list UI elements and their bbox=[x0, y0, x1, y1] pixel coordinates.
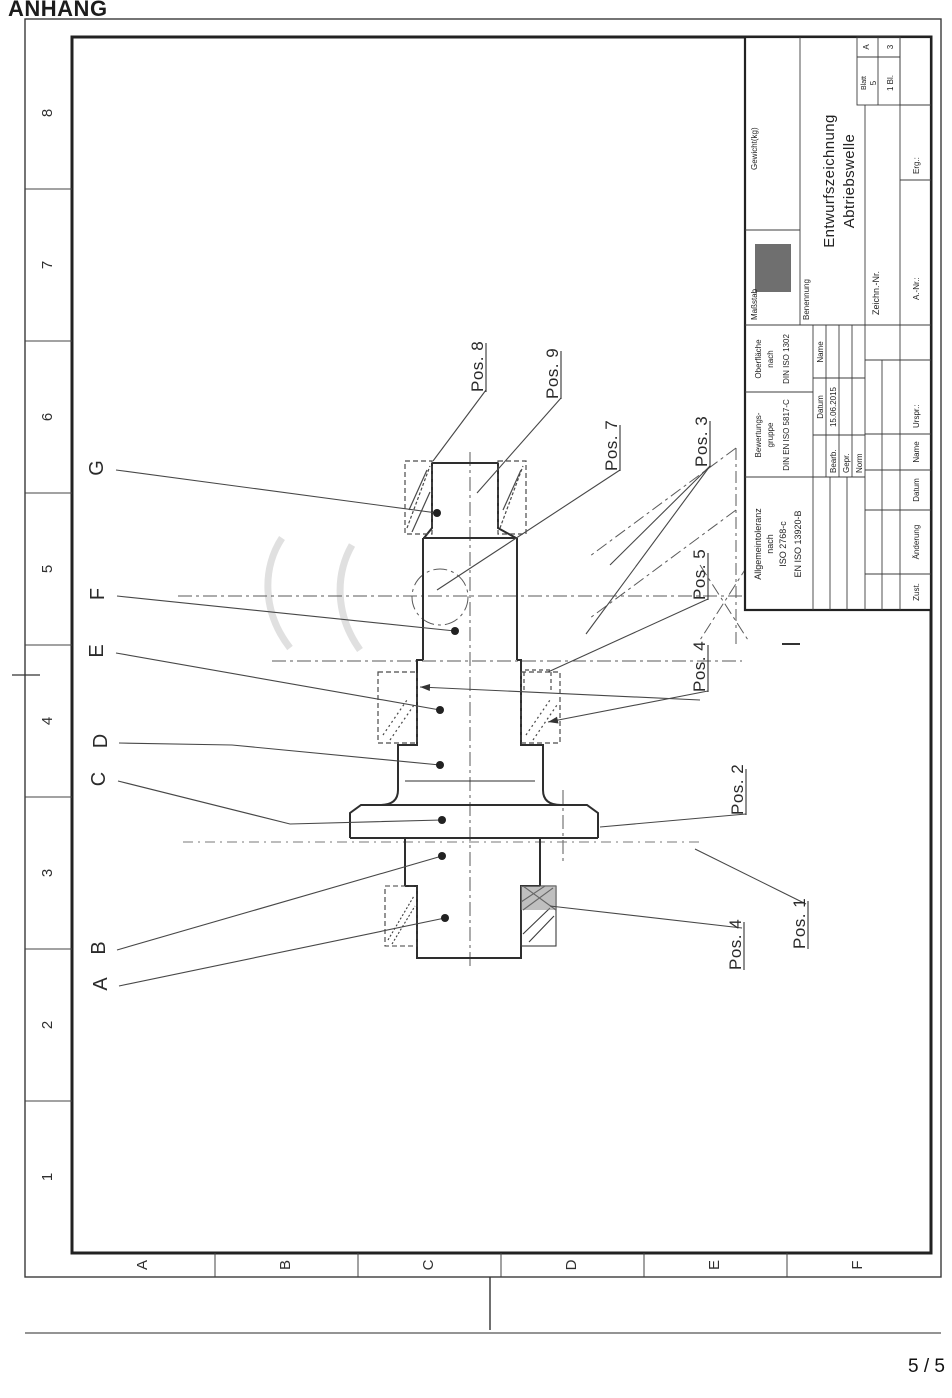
surface-text-1: Oberfläche bbox=[754, 339, 763, 379]
title-block: Allgemeintoleranz nach ISO 2768-c EN ISO… bbox=[743, 35, 933, 612]
shaft-drawing: Pos. 8 Pos. 9 Pos. 7 Pos. 3 Pos. 5 Pos. … bbox=[86, 341, 809, 991]
pos-label-1: Pos. 1 bbox=[790, 898, 809, 949]
urspr-label: Urspr.: bbox=[912, 404, 921, 428]
grid-letter: F bbox=[849, 1260, 866, 1269]
leader-arrowheads bbox=[420, 684, 559, 724]
grid-number: 1 bbox=[39, 1173, 56, 1181]
grid-letter: A bbox=[134, 1260, 151, 1270]
pos-labels: Pos. 8 Pos. 9 Pos. 7 Pos. 3 Pos. 5 Pos. … bbox=[468, 341, 809, 970]
part-letters: G F E D C B A bbox=[86, 460, 112, 990]
surface-text-3: DIN ISO 1302 bbox=[782, 334, 791, 384]
erg-label: Erg.: bbox=[912, 157, 921, 174]
part-label-e: E bbox=[86, 644, 108, 657]
weld-group-text-3: DIN EN ISO 5817-C bbox=[782, 399, 791, 471]
format-a: A bbox=[862, 44, 871, 50]
grid-number: 6 bbox=[39, 413, 56, 421]
pos-label-3: Pos. 3 bbox=[692, 416, 711, 467]
weld-group-text-2: gruppe bbox=[766, 422, 775, 447]
weight-label: Gewicht(kg) bbox=[750, 127, 759, 170]
seal-ring-outline bbox=[523, 669, 552, 690]
part-label-d: D bbox=[90, 734, 112, 748]
norm-label: Norm bbox=[855, 453, 864, 473]
centerlines bbox=[178, 452, 742, 968]
grid-letters: A B C D E F bbox=[134, 1259, 866, 1270]
blatt-value: 5 bbox=[869, 80, 878, 85]
date-header: Datum bbox=[816, 395, 825, 419]
zust-label: Zust. bbox=[912, 583, 921, 601]
tolerance-text-4: EN ISO 13920-B bbox=[793, 510, 803, 577]
scan-ghost-marks bbox=[264, 536, 363, 653]
name-label: Name bbox=[912, 441, 921, 463]
hidden-part-outline bbox=[589, 447, 749, 645]
pos-label-5: Pos. 5 bbox=[690, 549, 709, 600]
zeichn-nr-label: Zeichn.-Nr. bbox=[871, 271, 881, 315]
format-3: 3 bbox=[886, 44, 895, 49]
drawing-title-line2: Abtriebswelle bbox=[841, 134, 858, 228]
grid-number: 7 bbox=[39, 261, 56, 269]
tolerance-text-3: ISO 2768-c bbox=[778, 521, 788, 567]
part-label-g: G bbox=[86, 460, 108, 476]
pos-label-4-bottom: Pos. 4 bbox=[726, 919, 745, 970]
tolerance-text-2: nach bbox=[765, 534, 775, 554]
redacted-scale-value bbox=[755, 244, 791, 292]
grid-number: 5 bbox=[39, 565, 56, 573]
shaft-outline bbox=[349, 462, 599, 959]
grid-number: 3 bbox=[39, 869, 56, 877]
datum-label: Datum bbox=[912, 478, 921, 502]
sheet-frame bbox=[12, 18, 942, 1334]
pos-leaders bbox=[419, 389, 807, 929]
tolerance-text-1: Allgemeintoleranz bbox=[753, 508, 763, 580]
aenderung-label: Änderung bbox=[912, 525, 921, 560]
appendix-heading: ANHANG bbox=[8, 0, 108, 21]
grid-number: 2 bbox=[39, 1021, 56, 1029]
benennung-label: Benennung bbox=[802, 279, 811, 320]
pos-label-2: Pos. 2 bbox=[728, 764, 747, 815]
pos-label-9: Pos. 9 bbox=[543, 348, 562, 399]
part-label-f: F bbox=[87, 588, 109, 600]
grid-number: 8 bbox=[39, 109, 56, 117]
letter-leaders bbox=[115, 469, 456, 987]
title-block-grid bbox=[745, 36, 931, 610]
grid-letter: C bbox=[420, 1259, 437, 1270]
anr-label: A.-Nr.: bbox=[912, 277, 921, 300]
grid-numbers: 8 7 6 5 4 3 2 1 bbox=[39, 109, 56, 1181]
name-header: Name bbox=[816, 341, 825, 363]
part-label-c: C bbox=[88, 772, 110, 786]
bearb-date: 15.06.2015 bbox=[829, 386, 838, 427]
sheets-value: 1 Bl. bbox=[886, 75, 895, 91]
grid-letter: E bbox=[706, 1260, 723, 1270]
grid-letter: B bbox=[277, 1260, 294, 1270]
cross-hole-circle bbox=[411, 568, 469, 626]
scale-label: Maßstab bbox=[750, 288, 759, 320]
weld-group-text-1: Bewertungs- bbox=[754, 412, 763, 457]
pos-label-7: Pos. 7 bbox=[602, 420, 621, 471]
bearing-middle bbox=[377, 669, 561, 744]
leader-dots bbox=[433, 509, 459, 922]
grid-letter: D bbox=[563, 1259, 580, 1270]
surface-text-2: nach bbox=[766, 350, 775, 367]
grid-number: 4 bbox=[39, 717, 56, 725]
part-label-b: B bbox=[88, 941, 110, 954]
part-label-a: A bbox=[90, 977, 112, 991]
pos-label-8: Pos. 8 bbox=[468, 341, 487, 392]
bearb-label: Bearb. bbox=[829, 449, 838, 473]
bearing-top bbox=[404, 460, 527, 535]
title-block-text: Allgemeintoleranz nach ISO 2768-c EN ISO… bbox=[750, 44, 921, 601]
pos-label-4-mid: Pos. 4 bbox=[690, 641, 709, 692]
blatt-label: Blatt bbox=[861, 76, 868, 90]
page-number: 5 / 5 bbox=[908, 1356, 945, 1377]
pos-underlines bbox=[485, 343, 809, 970]
drawing-title-line1: Entwurfszeichnung bbox=[821, 114, 838, 248]
gepr-label: Gepr. bbox=[842, 453, 851, 473]
